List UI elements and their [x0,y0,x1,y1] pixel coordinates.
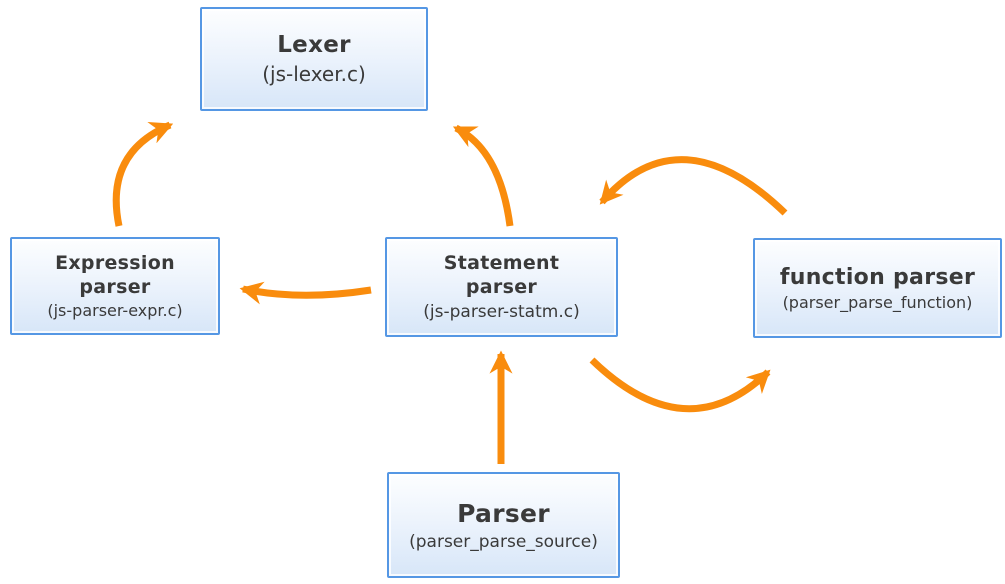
node-statement-parser: Statement parser (js-parser-statm.c) [385,237,618,337]
arrow-expression-parser-to-lexer [112,121,174,227]
node-expression-parser-title-line1: Expression [55,251,175,274]
node-lexer-subtitle: (js-lexer.c) [262,62,366,86]
node-function-parser: function parser (parser_parse_function) [753,238,1002,338]
arrow-statement-parser-to-lexer [452,124,514,227]
node-expression-parser: Expression parser (js-parser-expr.c) [10,237,220,335]
node-parser-title: Parser [457,498,550,528]
arrow-statement-parser-to-expression-parser [239,281,372,305]
node-expression-parser-subtitle: (js-parser-expr.c) [47,301,183,321]
node-function-parser-title: function parser [779,264,976,290]
node-parser-subtitle: (parser_parse_source) [409,531,598,552]
node-function-parser-subtitle: (parser_parse_function) [782,292,973,312]
node-expression-parser-title-line2: parser [79,275,151,298]
arrow-statement-parser-to-function-parser [589,357,771,413]
node-lexer: Lexer (js-lexer.c) [200,7,428,111]
arrow-function-parser-to-statement-parser [599,156,788,216]
node-statement-parser-title: Statement parser [444,252,560,300]
node-parser: Parser (parser_parse_source) [387,472,620,578]
node-statement-parser-title-line1: Statement [443,252,560,275]
node-statement-parser-title-line2: parser [465,276,538,298]
node-expression-parser-title: Expression parser [55,252,175,300]
node-statement-parser-subtitle: (js-parser-statm.c) [423,301,580,322]
node-lexer-title: Lexer [277,32,351,58]
